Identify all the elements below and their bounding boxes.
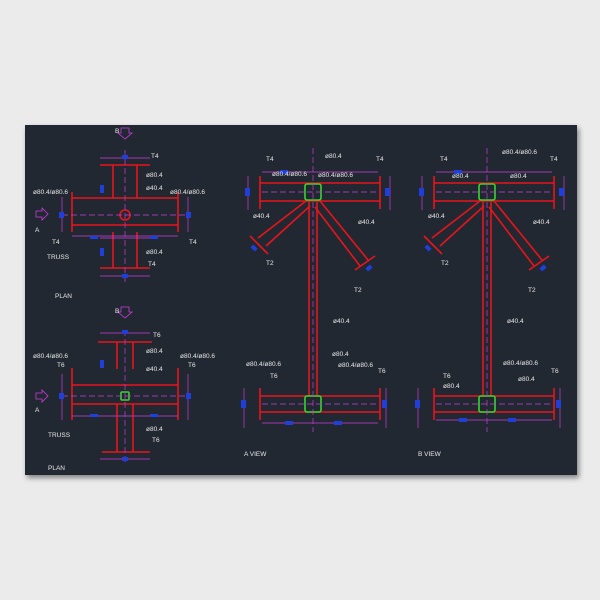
label: ø80.4	[518, 376, 535, 383]
plan-top: B T4 ø80.4 ø40.4 ø80.4/ø80.6 ø80.4/ø80.6…	[33, 127, 205, 300]
label: T4	[376, 156, 384, 163]
label: ø40.4	[253, 213, 270, 220]
label: ø40.4	[333, 318, 350, 325]
label: ø80.4/ø80.6	[33, 189, 68, 196]
a-view: T4 ø80.4 T4 ø80.4/ø80.6 ø80.4/ø80.6 ø40.…	[241, 148, 391, 458]
label: ø80.4	[325, 153, 342, 160]
label: ø80.4/ø80.6	[338, 362, 373, 369]
label: ø80.4/ø80.6	[502, 149, 537, 156]
label: T6	[188, 362, 196, 369]
label: T6	[152, 437, 160, 444]
label: ø80.4	[332, 351, 349, 358]
label: T2	[528, 287, 536, 294]
view-title: B VIEW	[418, 451, 442, 458]
label: ø80.4/ø80.6	[503, 360, 538, 367]
label: ø40.4	[507, 318, 524, 325]
label: T6	[551, 368, 559, 375]
label: ø80.4/ø80.6	[180, 353, 215, 360]
label: T6	[57, 362, 65, 369]
label: ø80.4/ø80.6	[246, 361, 281, 368]
section-b-arrow-icon	[116, 306, 134, 319]
b-view: T4 ø80.4/ø80.6 T4 ø80.4 ø80.4 ø40.4 ø40.…	[415, 148, 565, 458]
label: ø80.4	[146, 172, 163, 179]
label: ø80.4	[146, 426, 163, 433]
label: ø80.4	[146, 249, 163, 256]
label: ø80.4	[510, 173, 527, 180]
label: T2	[441, 260, 449, 267]
label: ø40.4	[146, 366, 163, 373]
view-title: PLAN	[48, 465, 65, 472]
label: ø40.4	[146, 185, 163, 192]
label: T6	[270, 373, 278, 380]
label: T4	[189, 239, 197, 246]
view-title: A VIEW	[244, 451, 267, 458]
label: T6	[378, 368, 386, 375]
label: ø80.4/ø80.6	[33, 353, 68, 360]
label: T2	[354, 287, 362, 294]
label: B	[115, 308, 119, 315]
label: T4	[151, 153, 159, 160]
section-a-arrow-icon	[35, 207, 49, 221]
view-title: PLAN	[55, 293, 72, 300]
label: ø80.4/ø80.6	[272, 171, 307, 178]
a-view-members	[241, 148, 391, 432]
label: ø40.4	[533, 219, 550, 226]
label: T4	[148, 261, 156, 268]
label: T4	[266, 156, 274, 163]
label: T6	[443, 373, 451, 380]
label: ø80.4	[443, 383, 460, 390]
label: B	[115, 128, 119, 135]
label: ø40.4	[428, 213, 445, 220]
label: T2	[266, 260, 274, 267]
label: ø80.4/ø80.6	[170, 189, 205, 196]
label: ø40.4	[358, 219, 375, 226]
label: T4	[550, 156, 558, 163]
label: ø80.4	[146, 348, 163, 355]
label: A	[35, 227, 40, 234]
label: TRUSS	[48, 432, 71, 439]
plan-bottom-members	[59, 330, 191, 465]
label: ø80.4/ø80.6	[318, 172, 353, 179]
label: TRUSS	[47, 254, 70, 261]
plan-top-members	[59, 150, 191, 285]
label: T4	[440, 156, 448, 163]
label: ø80.4	[452, 173, 469, 180]
label: A	[35, 407, 40, 414]
section-a-arrow-icon	[35, 389, 49, 403]
label: T6	[153, 332, 161, 339]
b-view-members	[415, 148, 565, 432]
plan-bottom: B T6 ø80.4 ø80.4/ø80.6 ø80.4/ø80.6 T6 T6…	[33, 306, 215, 472]
section-b-arrow-icon	[116, 127, 134, 140]
label: T4	[52, 239, 60, 246]
